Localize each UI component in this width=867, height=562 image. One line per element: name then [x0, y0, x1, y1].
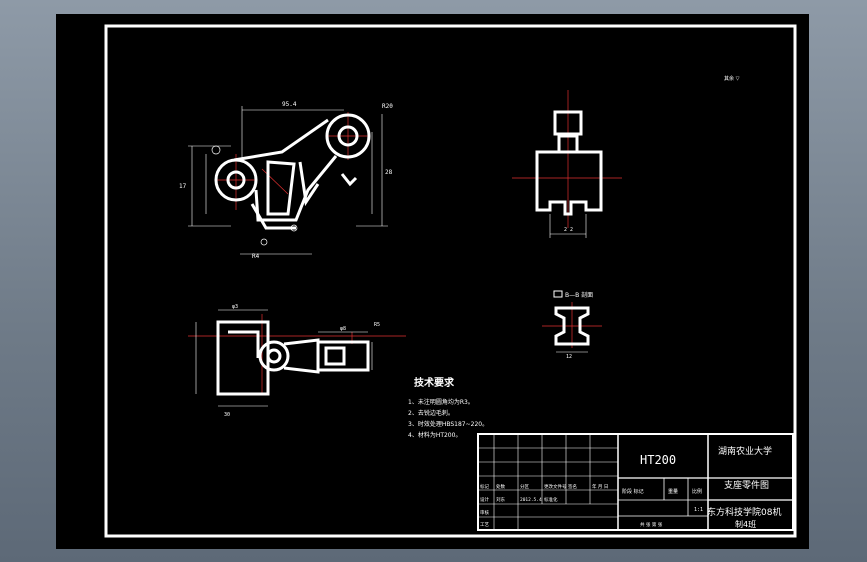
label-standardization: 标准化: [544, 496, 558, 503]
svg-text:φ8: φ8: [340, 326, 346, 332]
dim-right-height: 28: [385, 169, 393, 176]
drawing-frame: [104, 24, 797, 538]
label-zone: 分区: [520, 483, 529, 490]
title-block: HT200 湖南农业大学 支座零件图 东方科技学院08机 制4班 标记 处数 分…: [477, 433, 794, 531]
designer-name: 刘东: [496, 496, 505, 503]
svg-text:2 2: 2 2: [564, 227, 573, 233]
scale-value: 1:1: [694, 507, 703, 513]
label-count: 处数: [496, 483, 505, 490]
tech-item-4: 4、材料为HT200。: [408, 431, 461, 439]
label-scale: 比例: [692, 488, 702, 495]
dim-callout: R20: [382, 103, 393, 110]
material-text: HT200: [640, 453, 676, 467]
svg-text:30: 30: [224, 412, 230, 418]
tech-item-1: 1、未注明圆角均为R3。: [408, 398, 474, 406]
roughness-note: 其余 ▽: [724, 75, 740, 82]
label-date: 年 月 日: [592, 483, 608, 490]
sheet-count: 共 张 第 张: [640, 521, 663, 528]
dim-top-width: 95.4: [282, 101, 297, 108]
svg-text:φ3: φ3: [232, 304, 238, 310]
dim-left-height: 17: [179, 183, 187, 190]
school-name: 湖南农业大学: [718, 445, 772, 457]
section-b-b: B—B 剖面 12: [542, 290, 602, 360]
dim-bottom-radius: R4: [252, 253, 260, 260]
section-dim: 12: [566, 354, 572, 360]
tech-item-3: 3、时效处理HBS187~220。: [408, 420, 488, 428]
label-designer: 设计: [480, 496, 489, 503]
label-mark: 标记: [480, 483, 489, 490]
side-view: 2 2: [512, 90, 622, 238]
top-view: φ3 φ8 R5 30: [188, 304, 406, 418]
tech-requirements: 技术要求 1、未注明圆角均为R3。 2、去锐边毛刺。 3、时效处理HBS187~…: [408, 376, 488, 439]
label-review: 审核: [480, 509, 489, 516]
section-label: B—B 剖面: [565, 291, 593, 299]
design-date: 2012.5.4: [520, 497, 542, 503]
cad-drawing-viewport[interactable]: 其余 ▽: [56, 14, 809, 549]
tech-item-2: 2、去锐边毛刺。: [408, 409, 454, 417]
label-weight: 重量: [668, 488, 678, 495]
front-view: 95.4 17 28 R20 R4: [179, 101, 393, 260]
class-line-2: 制4班: [735, 519, 756, 529]
label-change-doc: 更改文件号: [544, 483, 567, 490]
drawing-sheet: 其余 ▽: [104, 24, 797, 538]
label-stage: 阶段 标记: [622, 488, 644, 495]
svg-text:R5: R5: [374, 322, 380, 328]
class-line-1: 东方科技学院08机: [707, 506, 781, 518]
tech-title: 技术要求: [414, 376, 455, 389]
label-process: 工艺: [480, 522, 489, 528]
label-signature: 签名: [568, 483, 577, 490]
drawing-name: 支座零件图: [724, 479, 769, 491]
